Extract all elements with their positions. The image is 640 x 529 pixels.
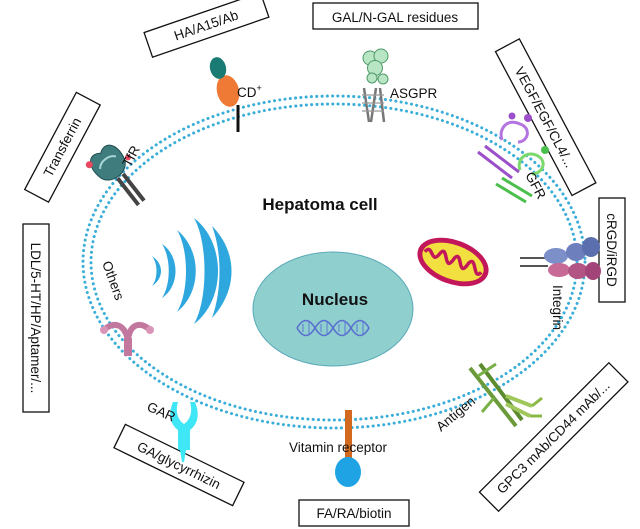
ligand-box-gal: GAL/N-GAL residues [312,2,479,30]
integrin-icon [520,237,601,280]
cell-title: Hepatoma cell [262,195,377,214]
ldl-box-label: LDL/5-HT/HP/Aptamer/... [28,243,43,394]
vitamin-receptor-icon [335,410,361,487]
fa-box-label: FA/RA/biotin [316,506,391,521]
cd-receptor-label: CD+ [237,83,262,100]
antigen-icon [468,362,543,428]
mitochondrion-icon [417,237,489,287]
gpc3-box-label: GPC3 mAb/CD44 mAb/... [494,378,613,497]
ligand-box-ldl: LDL/5-HT/HP/Aptamer/... [22,223,50,413]
tfr-icon [85,144,146,207]
ligand-box-transferrin: Transferrin [23,91,102,204]
others-label: Others [99,259,127,302]
nucleus: Nucleus [252,251,414,367]
gar-icon [170,402,198,462]
gfr-label: GFR [522,169,549,201]
asgpr-icon [362,48,389,123]
antigen-label: Antigen [433,393,478,434]
vegf-box-label: VEGF/EGF/CL4/... [512,64,578,170]
gfr-icon [477,112,549,204]
nucleus-label: Nucleus [302,290,368,309]
ligand-box-ha: HA/A15/Ab [143,0,270,58]
others-receptor-icon [100,321,154,356]
golgi-icon [152,218,232,324]
asgpr-label: ASGPR [390,86,438,101]
ligand-box-fa: FA/RA/biotin [298,499,410,527]
cd-receptor-icon [209,57,240,132]
ligand-box-crgd: cRGD/iRGD [598,197,626,303]
gal-box-label: GAL/N-GAL residues [332,10,459,25]
integrin-label: Integrin [550,285,565,330]
crgd-box-label: cRGD/iRGD [604,213,619,287]
vitamin-receptor-label: Vitamin receptor [289,440,388,455]
ligand-box-gpc3: GPC3 mAb/CD44 mAb/... [478,361,629,513]
cell-membrane [81,94,587,430]
dna-icon [296,319,370,337]
